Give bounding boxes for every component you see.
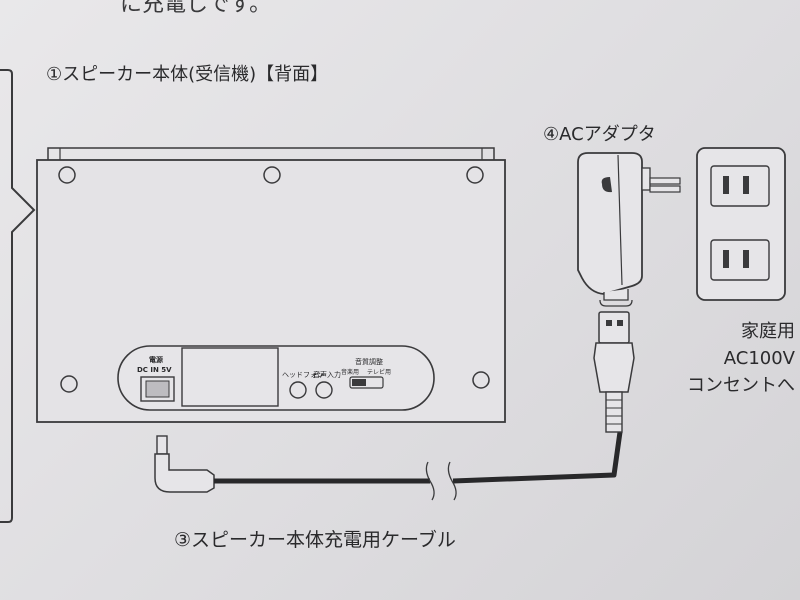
headphone-label: ヘッドフォン	[282, 371, 324, 379]
left-side-box	[0, 69, 36, 523]
outlet-caption: 家庭用 AC100V コンセントへ	[655, 318, 795, 399]
tone-title-label: 音質調整	[355, 358, 383, 366]
tone-tv-label: テレビ用	[367, 369, 392, 376]
dc-in-jack-inner	[145, 380, 170, 398]
control-panel	[117, 345, 435, 411]
screw-hole	[466, 166, 484, 184]
power-label: 電源	[149, 356, 163, 364]
outlet-line-3: コンセントへ	[687, 375, 795, 396]
screw-hole	[58, 166, 76, 184]
cable-label: ③スピーカー本体充電用ケーブル	[174, 529, 456, 551]
audio-input-jack	[315, 381, 333, 399]
dc-plug	[154, 435, 215, 493]
outlet-line-1: 家庭用	[741, 321, 795, 342]
wall-outlet	[696, 147, 786, 301]
tone-switch-knob	[352, 379, 366, 386]
dc-in-label: DC IN 5V	[137, 366, 172, 374]
audio-input-label: 音声入力	[313, 371, 341, 379]
ac-adapter	[577, 152, 681, 307]
outlet-line-2: AC100V	[723, 348, 795, 369]
screw-hole	[60, 375, 78, 393]
screw-hole	[263, 166, 281, 184]
label-plate	[181, 347, 279, 407]
speaker-unit-label: ①スピーカー本体(受信機)【背面】	[46, 64, 329, 85]
screw-hole	[472, 371, 490, 389]
charging-cable	[214, 431, 623, 501]
tone-music-label: 音楽用	[341, 369, 360, 376]
usb-plug	[593, 311, 635, 433]
top-text-fragment: に充電しです。	[120, 0, 272, 17]
ac-adapter-label: ④ACアダプタ	[543, 124, 656, 145]
headphone-jack	[289, 381, 307, 399]
